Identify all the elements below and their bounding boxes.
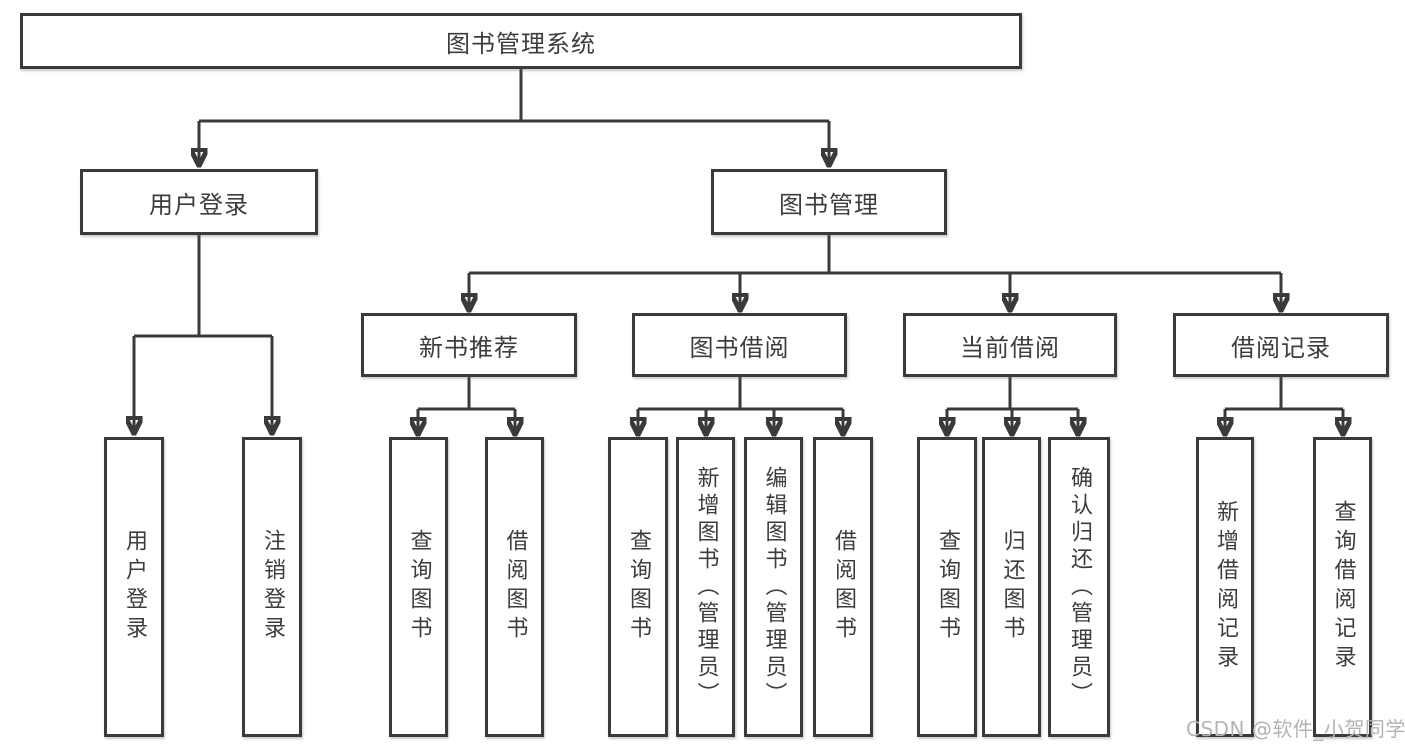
leaf-query-borrow-record: 查询借阅记录 [1313, 437, 1372, 737]
leaf-user-login: 用户登录 [104, 437, 164, 737]
node-library-management-system: 图书管理系统 [20, 13, 1022, 69]
leaf-query-books-current-label: 查询图书 [935, 529, 960, 645]
leaf-confirm-return-admin-label: 确认归还（管理员） [1067, 465, 1092, 709]
leaf-query-books-recommend: 查询图书 [389, 437, 448, 737]
node-borrow-records-label: 借阅记录 [1231, 333, 1331, 362]
leaf-edit-book-admin-label: 编辑图书（管理员） [761, 465, 787, 709]
leaf-borrow-books-recommend: 借阅图书 [485, 437, 544, 737]
node-user-login: 用户登录 [80, 169, 318, 235]
leaf-add-borrow-record: 新增借阅记录 [1196, 437, 1254, 737]
connector-new-book-trunk [418, 377, 515, 411]
leaf-query-books-recommend-label: 查询图书 [406, 529, 432, 645]
leaf-add-borrow-record-label: 新增借阅记录 [1213, 500, 1238, 674]
node-book-borrow-label: 图书借阅 [689, 333, 790, 362]
leaf-confirm-return-admin: 确认归还（管理员） [1048, 437, 1110, 737]
leaf-user-login-label: 用户登录 [122, 529, 147, 645]
leaf-query-borrow-record-label: 查询借阅记录 [1330, 500, 1356, 674]
leaf-borrow-books: 借阅图书 [813, 437, 873, 737]
leaf-edit-book-admin: 编辑图书（管理员） [744, 437, 803, 737]
node-book-management: 图书管理 [711, 169, 947, 235]
node-library-management-system-label: 图书管理系统 [446, 29, 596, 58]
node-new-book-recommend-label: 新书推荐 [419, 333, 519, 362]
leaf-add-book-admin-label: 新增图书（管理员） [693, 465, 719, 709]
leaf-borrow-books-label: 借阅图书 [831, 529, 856, 645]
node-book-borrow: 图书借阅 [632, 313, 847, 377]
leaf-query-books-borrow: 查询图书 [608, 437, 668, 737]
leaf-add-book-admin: 新增图书（管理员） [676, 437, 735, 737]
connector-root-trunk [199, 69, 829, 123]
node-current-borrow-label: 当前借阅 [960, 333, 1060, 362]
leaf-logout-label: 注销登录 [260, 529, 285, 645]
leaf-return-books-label: 归还图书 [999, 529, 1025, 645]
connector-current-borrow-trunk [947, 377, 1078, 411]
leaf-query-books-borrow-label: 查询图书 [626, 529, 651, 645]
connector-user-login-trunk [134, 235, 272, 338]
connector-book-management-trunk [469, 235, 1281, 275]
leaf-return-books: 归还图书 [982, 437, 1041, 737]
node-new-book-recommend: 新书推荐 [361, 313, 577, 377]
watermark-text: CSDN @软件_小贺同学 [1186, 717, 1405, 741]
leaf-logout: 注销登录 [242, 437, 302, 737]
connector-book-borrow-trunk [638, 377, 843, 411]
connector-borrow-records-trunk [1225, 377, 1343, 411]
leaf-borrow-books-recommend-label: 借阅图书 [502, 529, 528, 645]
node-book-management-label: 图书管理 [779, 190, 879, 219]
node-user-login-label: 用户登录 [149, 190, 249, 219]
leaf-query-books-current: 查询图书 [917, 437, 977, 737]
node-borrow-records: 借阅记录 [1173, 313, 1389, 377]
node-current-borrow: 当前借阅 [903, 313, 1117, 377]
